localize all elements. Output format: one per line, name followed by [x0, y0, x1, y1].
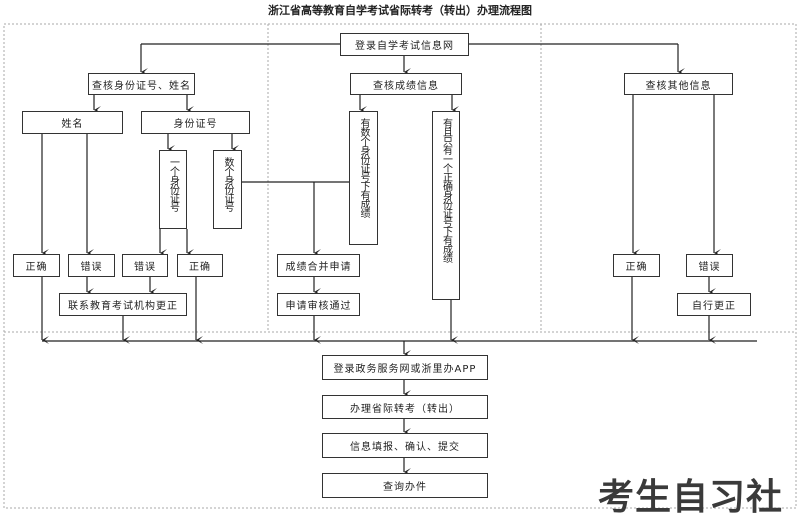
watermark: 考生自习社: [598, 477, 784, 513]
query-node: 查询办件: [322, 473, 488, 498]
name-correct-node: 正确: [13, 254, 60, 277]
several-ids-node: 数个身份证号: [213, 150, 242, 229]
id-wrong-node: 错误: [122, 254, 168, 277]
other-correct-node: 正确: [613, 254, 660, 277]
merge-scores-node: 成绩合并申请: [277, 254, 360, 277]
handle-transfer-node: 办理省际转考（转出）: [322, 395, 488, 419]
several-ids-scores-node: 有数个身份证号下有成绩: [349, 111, 378, 245]
check-scores-node: 查核成绩信息: [350, 73, 462, 95]
name-wrong-node: 错误: [68, 254, 115, 277]
self-correct-node: 自行更正: [677, 293, 751, 316]
approved-node: 申请审核通过: [277, 293, 360, 316]
page-title: 浙江省高等教育自学考试省际转考（转出）办理流程图: [268, 4, 532, 17]
check-other-node: 查核其他信息: [624, 73, 733, 95]
only-one-id-scores-node: 有且只有一个正确身份证号下有成绩: [432, 111, 460, 300]
one-id-node: 一个身份证号: [159, 150, 187, 229]
id-correct-node: 正确: [177, 254, 223, 277]
id-number-node: 身份证号: [141, 111, 250, 134]
name-node: 姓名: [22, 111, 123, 134]
contact-agency-node: 联系教育考试机构更正: [59, 293, 187, 316]
fill-confirm-node: 信息填报、确认、提交: [322, 433, 488, 458]
other-wrong-node: 错误: [686, 254, 733, 277]
login-gov-node: 登录政务服务网或浙里办APP: [322, 355, 488, 380]
login-exam-site-node: 登录自学考试信息网: [340, 33, 469, 56]
check-id-name-node: 查核身份证号、姓名: [88, 73, 195, 95]
